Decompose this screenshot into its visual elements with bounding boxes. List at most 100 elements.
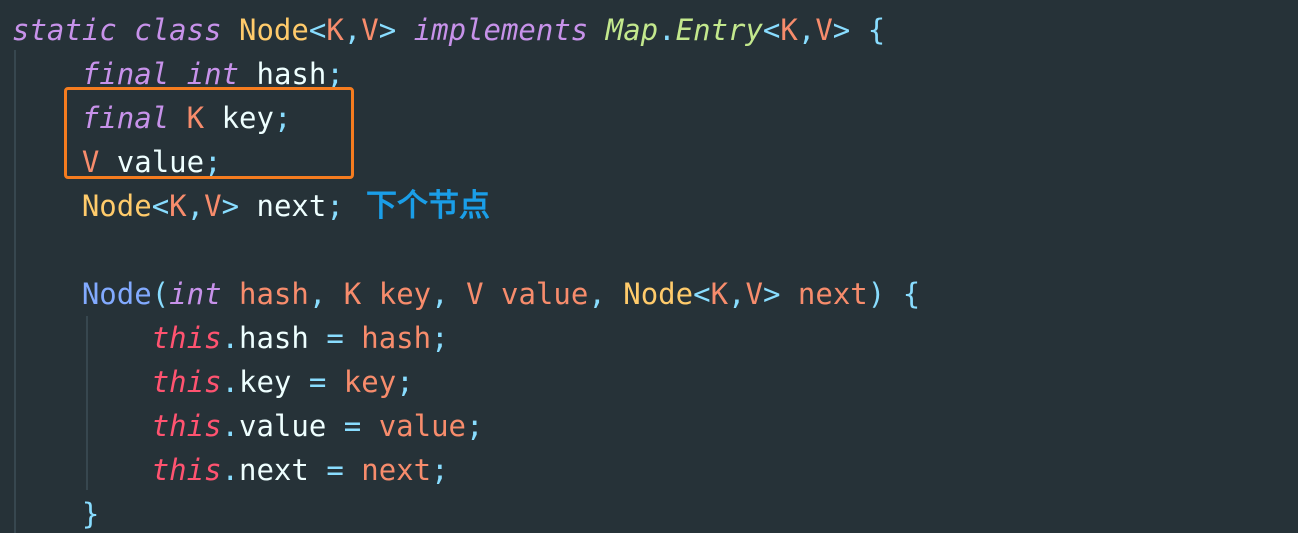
code-token: , [797,13,816,47]
code-token: = [326,321,344,355]
code-token: V [361,13,379,47]
code-token [117,13,134,47]
code-token: value [116,145,205,179]
code-token: , [186,189,205,223]
code-token [239,189,256,223]
code-line: final int hash; [12,52,344,96]
annotation-label: 下个节点 [366,188,490,224]
code-token: next [797,277,868,311]
code-line: this.hash = hash; [12,316,449,360]
code-token: V [204,189,222,223]
code-token: next [256,189,327,223]
code-token: int [186,57,240,91]
code-token: hash [256,57,327,91]
code-token: ( [151,277,170,311]
code-token: next [239,453,309,487]
code-token: . [221,409,239,443]
code-token: = [308,365,327,399]
code-token: value [239,409,327,443]
code-token [344,453,361,487]
code-token: , [588,277,606,311]
code-token [309,453,326,487]
code-token: < [762,13,781,47]
code-token [850,13,867,47]
code-token: > [378,13,397,47]
code-token [12,57,82,91]
code-token: ; [431,453,449,487]
code-token: this [151,409,222,443]
code-token [12,189,82,223]
code-token: { [867,13,886,47]
code-token: class [134,13,222,47]
code-token [780,277,797,311]
code-token: > [832,13,851,47]
code-token [588,13,605,47]
code-token [12,321,152,355]
code-token: key [239,365,292,399]
code-token: Node [239,13,309,47]
code-token: ; [396,365,414,399]
code-token [326,409,343,443]
code-token [449,277,466,311]
code-token [222,277,239,311]
code-token [169,57,186,91]
code-token: Entry [675,13,763,47]
code-token: > [221,189,240,223]
code-token: } [81,497,100,531]
code-token: K [780,13,798,47]
code-token: K [343,277,362,311]
code-token: K [169,189,187,223]
code-token: . [221,453,239,487]
code-token: static [12,13,117,47]
code-token: key [378,277,432,311]
code-token: < [151,189,170,223]
code-token [12,365,152,399]
code-token: , [431,277,449,311]
code-token: . [221,321,239,355]
code-token [291,365,308,399]
highlight-box [64,87,354,179]
code-token: < [308,13,327,47]
code-token: > [762,277,781,311]
code-token: , [728,277,746,311]
code-line: this.key = key; [12,360,414,404]
code-token [344,321,361,355]
code-token: hash [361,321,432,355]
code-token: ; [204,145,222,179]
code-token [12,409,152,443]
code-token: Node [623,277,694,311]
code-token: int [169,277,222,311]
code-token [484,277,501,311]
code-token [12,453,152,487]
code-token: , [343,13,362,47]
code-token: value [501,277,589,311]
code-token [309,321,326,355]
code-token: ; [431,321,449,355]
code-line: Node<K,V> next; [12,184,344,228]
code-token: . [221,365,239,399]
code-token: < [693,277,711,311]
code-token [222,13,239,47]
code-token [885,277,902,311]
code-line: Node(int hash, K key, V value, Node<K,V>… [12,272,920,316]
code-token: ) [867,277,886,311]
code-token: this [151,321,222,355]
code-token: , [308,277,327,311]
code-token: = [343,409,362,443]
code-line: static class Node<K,V> implements Map.En… [12,8,885,52]
code-token: Node [81,277,152,311]
code-line: V value; [12,140,222,184]
code-token: ; [326,57,344,91]
code-token: V [81,145,100,179]
code-token [396,13,413,47]
code-token: K [186,101,205,135]
code-token: final [81,101,170,135]
code-token: V [745,277,763,311]
code-token [326,365,343,399]
code-token [12,497,82,531]
code-token: Map [605,13,659,47]
code-token: K [710,277,729,311]
code-token: . [658,13,676,47]
code-token [361,409,378,443]
